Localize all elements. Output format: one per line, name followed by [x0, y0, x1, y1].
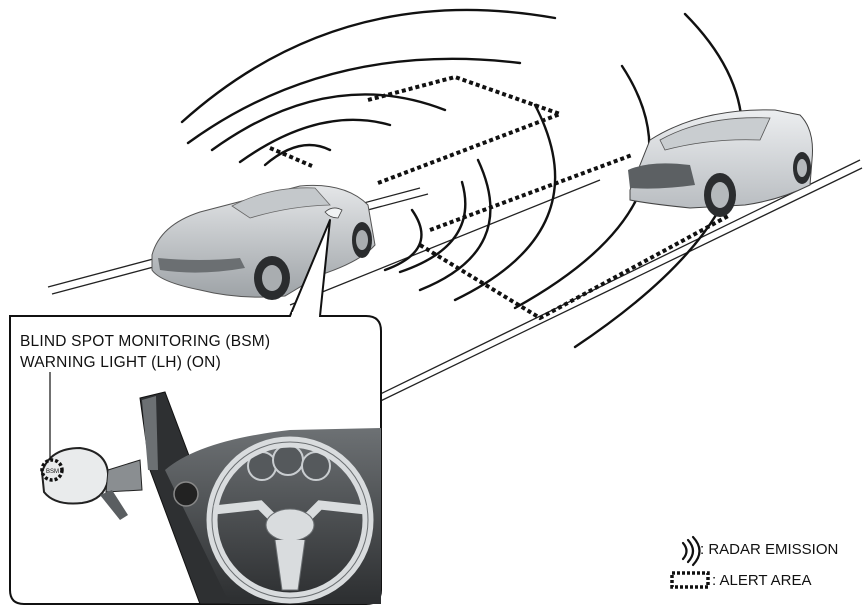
alert-area-icon: [670, 571, 710, 589]
radar-emission-icon: [681, 535, 701, 567]
interior-illustration: BSM: [40, 372, 381, 605]
host-car: [151, 184, 376, 300]
rear-car: [628, 109, 813, 217]
alert-area: [269, 74, 731, 321]
callout-title-line2: WARNING LIGHT (LH) (ON): [20, 354, 221, 371]
callout-title-line1: BLIND SPOT MONITORING (BSM): [20, 333, 271, 350]
legend-radar-label: : RADAR EMISSION: [700, 541, 839, 558]
radar-emission-arcs: [180, 8, 744, 349]
legend-alert-label: : ALERT AREA: [712, 572, 812, 589]
svg-text:BSM: BSM: [46, 469, 59, 475]
